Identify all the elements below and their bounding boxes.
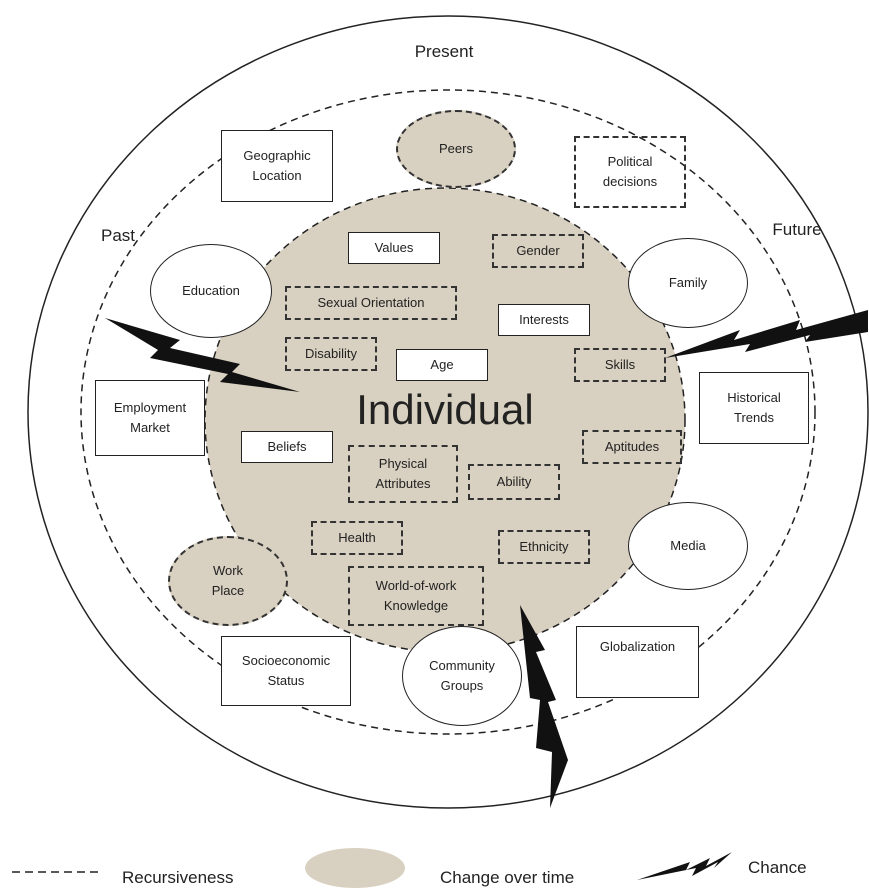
box-world-of-work: World-of-work Knowledge [348, 566, 484, 626]
chance-bolt-left [105, 318, 300, 392]
label-future: Future [772, 220, 822, 239]
box-skills: Skills [574, 348, 666, 382]
outer-time-ring [27, 15, 869, 809]
box-disability: Disability [285, 337, 377, 371]
oval-media: Media [628, 502, 748, 590]
legend-change-ellipse [305, 848, 405, 888]
box-values: Values [348, 232, 440, 264]
box-socioeconomic-status: Socioeconomic Status [221, 636, 351, 706]
box-geographic-location: Geographic Location [221, 130, 333, 202]
box-sexual-orientation: Sexual Orientation [285, 286, 457, 320]
box-health: Health [311, 521, 403, 555]
box-globalization: Globalization [576, 626, 699, 698]
box-ethnicity: Ethnicity [498, 530, 590, 564]
oval-work-place: Work Place [168, 536, 288, 626]
legend-recursiveness-label: Recursiveness [122, 868, 234, 887]
legend-chance-label: Chance [748, 858, 807, 877]
box-age: Age [396, 349, 488, 381]
box-beliefs: Beliefs [241, 431, 333, 463]
legend-change-label: Change over time [440, 868, 575, 887]
environmental-system-ring [80, 89, 816, 735]
label-present: Present [414, 42, 474, 61]
oval-education: Education [150, 244, 272, 338]
oval-community-groups: Community Groups [402, 626, 522, 726]
box-employment-market: Employment Market [95, 380, 205, 456]
box-aptitudes: Aptitudes [582, 430, 682, 464]
chance-bolt-bottom [520, 605, 568, 808]
legend-chance-bolt [637, 852, 732, 880]
box-historical-trends: Historical Trends [699, 372, 809, 444]
oval-peers: Peers [396, 110, 516, 188]
chance-bolt-right [665, 310, 868, 358]
box-ability: Ability [468, 464, 560, 500]
box-gender: Gender [492, 234, 584, 268]
label-past: Past [100, 226, 136, 245]
label-individual: Individual [356, 386, 534, 433]
box-physical-attributes: Physical Attributes [348, 445, 458, 503]
box-interests: Interests [498, 304, 590, 336]
box-political-decisions: Political decisions [574, 136, 686, 208]
oval-family: Family [628, 238, 748, 328]
